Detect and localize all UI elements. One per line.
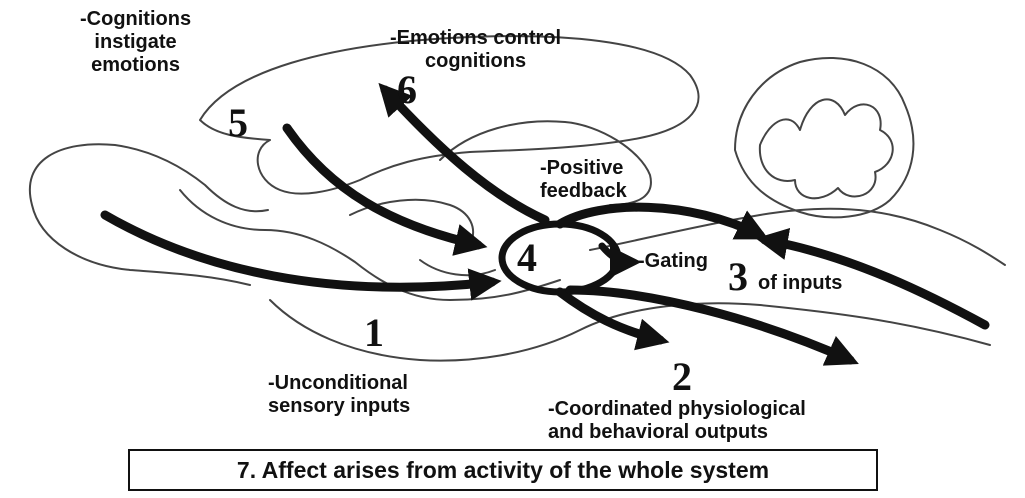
label-emotions-control-cognitions: -Emotions control cognitions bbox=[390, 27, 562, 72]
arrow-1-sensory-inputs bbox=[100, 210, 502, 301]
cerebellum-outline bbox=[734, 57, 915, 219]
arrow-gating-small bbox=[598, 242, 642, 278]
arrow-6-emotions-control bbox=[378, 82, 550, 225]
number-5: 5 bbox=[228, 100, 248, 145]
arrow-3-gating-inputs bbox=[755, 227, 990, 330]
arrow-output-b bbox=[565, 285, 859, 366]
label-cognitions-instigate-emotions: -Cognitions instigate emotions bbox=[80, 8, 192, 76]
label-of-inputs: of inputs bbox=[758, 272, 843, 294]
brainstem-outline bbox=[269, 299, 991, 362]
number-2: 2 bbox=[672, 354, 692, 399]
arrow-feedback-loop bbox=[555, 202, 769, 240]
caption-box: 7. Affect arises from activity of the wh… bbox=[128, 449, 878, 491]
label-positive-feedback: -Positive feedback bbox=[540, 157, 627, 202]
number-1: 1 bbox=[364, 310, 384, 355]
cerebellum-folia bbox=[758, 98, 894, 200]
inner-structure-outline bbox=[349, 198, 496, 277]
arrow-output-a bbox=[555, 287, 670, 351]
pons-outline bbox=[589, 207, 1006, 266]
number-6: 6 bbox=[397, 67, 417, 112]
label-coordinated-outputs: -Coordinated physiological and behaviora… bbox=[548, 398, 806, 443]
label-gating: -Gating bbox=[638, 250, 708, 272]
thalamus-region-outline bbox=[439, 120, 652, 206]
label-unconditional-sensory-inputs: -Unconditional sensory inputs bbox=[268, 372, 411, 417]
arrow-5-cognitions bbox=[282, 123, 488, 256]
number-3: 3 bbox=[728, 254, 748, 299]
number-4: 4 bbox=[517, 235, 537, 280]
olfactory-bulb-outline bbox=[29, 143, 269, 286]
cortex-outline bbox=[199, 35, 700, 195]
